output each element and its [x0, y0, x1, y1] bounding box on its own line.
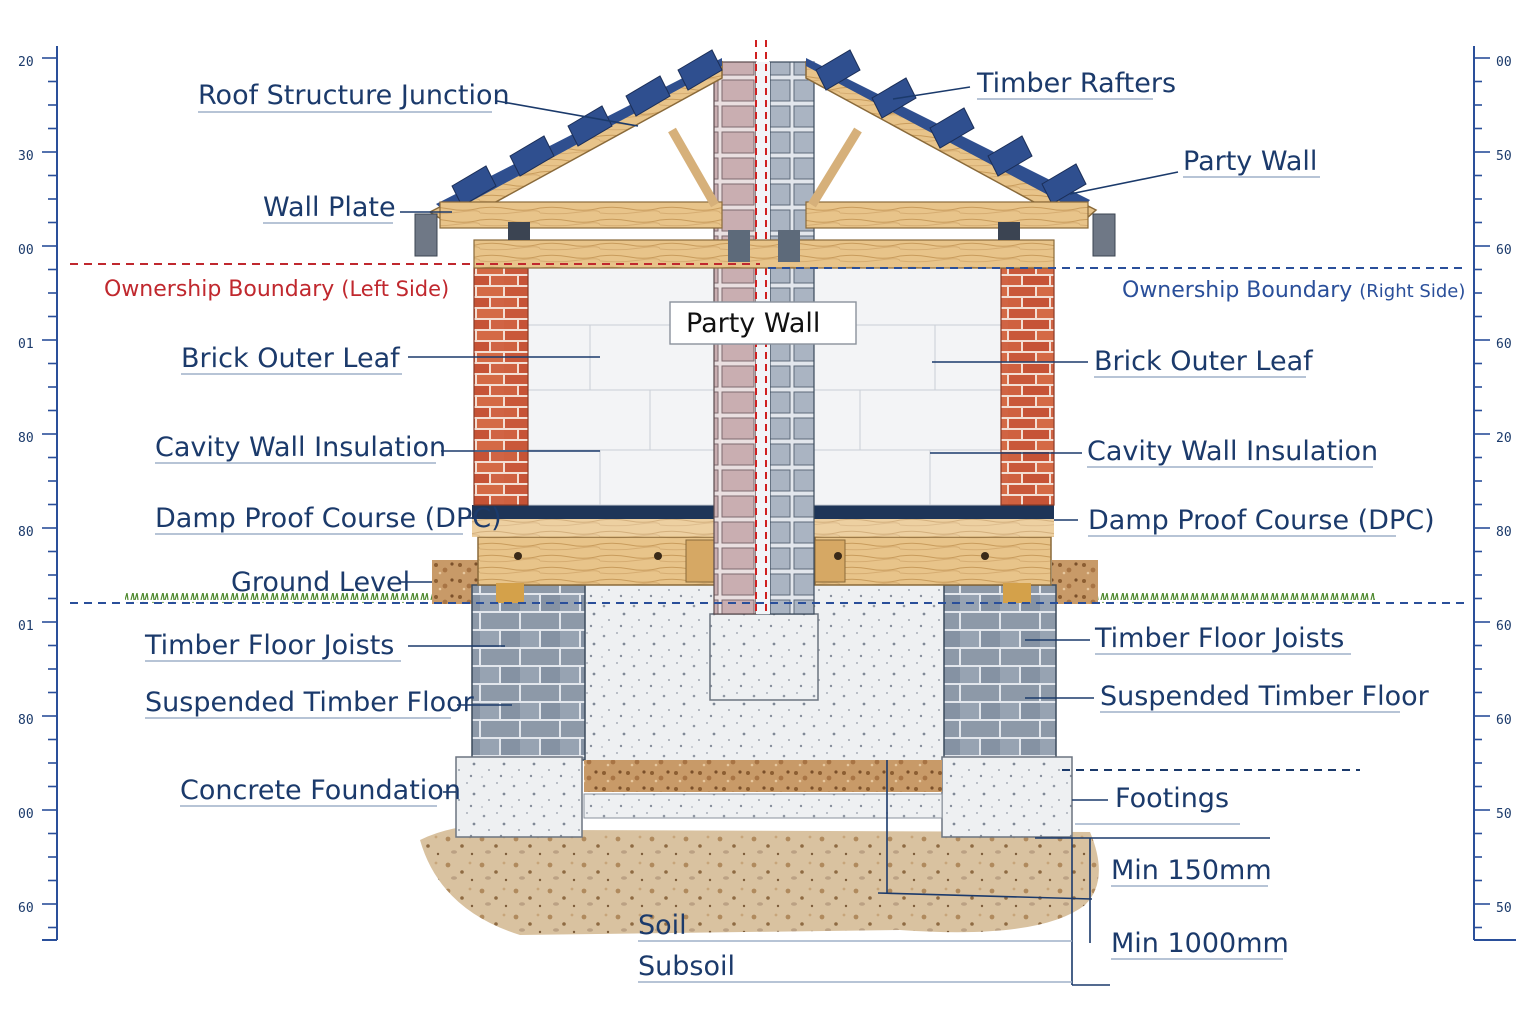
label-cavity-insulation-right: Cavity Wall Insulation [1087, 436, 1378, 467]
ruler-tick-label: 00 [1496, 55, 1512, 70]
ruler-tick-label: 80 [18, 713, 34, 728]
label-ground-level: Ground Level [231, 567, 410, 598]
ruler-tick-label: 60 [1496, 337, 1512, 352]
label-footings: Footings [1115, 783, 1229, 814]
label-party-wall-center: Party Wall [686, 308, 820, 339]
ruler-tick-label: 20 [1496, 431, 1512, 446]
label-ownership-boundary-left: Ownership Boundary (Left Side) [104, 277, 449, 302]
label-ownership-boundary-right: Ownership Boundary (Right Side) [1122, 278, 1465, 303]
ruler-tick-label: 80 [18, 431, 34, 446]
ruler-tick-label: 80 [18, 525, 34, 540]
ruler-tick-label: 01 [18, 619, 34, 634]
ruler-tick-label: 50 [1496, 901, 1512, 916]
ruler-tick-label: 80 [1496, 525, 1512, 540]
ruler-tick-label: 01 [18, 337, 34, 352]
label-wall-plate: Wall Plate [263, 192, 396, 223]
label-dpc-left: Damp Proof Course (DPC) [155, 503, 502, 534]
right-ruler: 00 50 60 60 20 80 60 60 50 50 [1473, 46, 1516, 941]
floor-joists [477, 536, 1052, 603]
label-brick-outer-leaf-left: Brick Outer Leaf [181, 343, 401, 374]
label-floor-joists-left: Timber Floor Joists [144, 630, 394, 661]
leader-lines [399, 86, 1179, 801]
roof-structure [414, 49, 1116, 269]
foundation-walls [471, 584, 1057, 761]
ruler-tick-label: 00 [18, 807, 34, 822]
ruler-tick-label: 50 [1496, 149, 1512, 164]
ruler-tick-label: 50 [1496, 807, 1512, 822]
label-subsoil: Subsoil [638, 951, 735, 982]
label-min-1000mm: Min 1000mm [1111, 928, 1289, 959]
label-suspended-floor-right: Suspended Timber Floor [1100, 681, 1430, 712]
ruler-tick-label: 00 [18, 243, 34, 258]
ruler-tick-label: 20 [18, 55, 34, 70]
concrete-footings [455, 613, 1073, 838]
label-concrete-foundation: Concrete Foundation [180, 775, 461, 806]
soil-mass [420, 824, 1099, 935]
label-min-150mm: Min 150mm [1111, 855, 1272, 886]
dimension-lines [877, 760, 1270, 986]
labels: Roof Structure Junction Timber Rafters P… [104, 68, 1465, 983]
party-wall-footing [709, 613, 819, 701]
label-suspended-floor-left: Suspended Timber Floor [145, 687, 475, 718]
label-brick-outer-leaf-right: Brick Outer Leaf [1094, 346, 1314, 377]
label-party-wall-right: Party Wall [1183, 146, 1317, 177]
label-floor-joists-right: Timber Floor Joists [1094, 623, 1344, 654]
left-ruler: 20 30 00 01 80 80 01 80 00 60 [18, 46, 58, 941]
party-wall-center-box [669, 301, 857, 345]
label-timber-rafters: Timber Rafters [976, 68, 1176, 99]
ruler-tick-label: 30 [18, 149, 34, 164]
ruler-tick-label: 60 [1496, 243, 1512, 258]
label-cavity-insulation-left: Cavity Wall Insulation [155, 432, 446, 463]
label-dpc-right: Damp Proof Course (DPC) [1088, 505, 1435, 536]
brick-outer-leaves [473, 267, 1055, 506]
ruler-tick-label: 60 [18, 901, 34, 916]
label-roof-structure-junction: Roof Structure Junction [198, 80, 510, 111]
ruler-tick-label: 60 [1496, 713, 1512, 728]
label-soil: Soil [638, 910, 687, 941]
ruler-tick-label: 60 [1496, 619, 1512, 634]
